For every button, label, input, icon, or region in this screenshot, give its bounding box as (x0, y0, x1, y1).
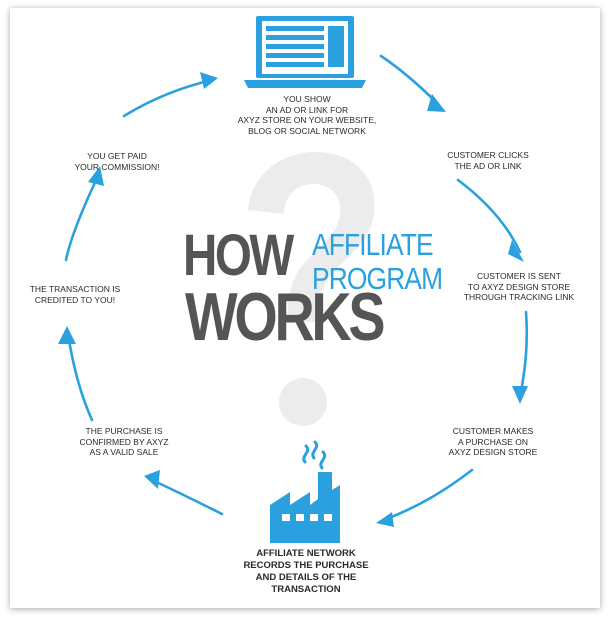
arrow-icon (456, 178, 522, 254)
step-transaction-credited: THE TRANSACTION IS CREDITED TO YOU! (29, 284, 121, 305)
arrow-icon (376, 512, 394, 527)
step-customer-sent: CUSTOMER IS SENT TO AXYZ DESIGN STORE TH… (463, 271, 575, 302)
arrow-icon (518, 310, 529, 398)
arrow-heads (58, 72, 528, 527)
arrow-icon (508, 240, 524, 262)
arrow-icon (64, 174, 100, 262)
factory-icon (270, 440, 340, 543)
arrow-icon (144, 470, 160, 489)
arrow-icon (382, 468, 474, 522)
arrow-icon (200, 72, 218, 89)
laptop-icon (244, 16, 366, 88)
title-works: WORKS (185, 279, 386, 355)
arrow-icon (88, 166, 104, 186)
title-affiliate: AFFILIATE (312, 227, 434, 262)
title-program: PROGRAM (312, 261, 443, 296)
arrow-icon (427, 94, 446, 112)
arrow-icon (66, 332, 94, 422)
title-how: HOW (183, 223, 294, 288)
step-get-paid: YOU GET PAID YOUR COMMISSION! (74, 151, 160, 172)
arrow-icon (58, 326, 76, 344)
arrow-icon (122, 78, 214, 118)
step-customer-clicks: CUSTOMER CLICKS THE AD OR LINK (447, 150, 529, 171)
step-customer-purchase: CUSTOMER MAKES A PURCHASE ON AXYZ DESIGN… (448, 426, 538, 457)
step-show-ad: YOU SHOW AN AD OR LINK FOR AXYZ STORE ON… (237, 94, 377, 136)
question-mark-icon (248, 151, 375, 426)
step-network-records: AFFILIATE NETWORK RECORDS THE PURCHASE A… (243, 548, 369, 595)
arrow-icon (512, 386, 528, 404)
arrow-icon (150, 478, 224, 516)
step-purchase-confirmed: THE PURCHASE IS CONFIRMED BY AXYZ AS A V… (79, 426, 169, 457)
